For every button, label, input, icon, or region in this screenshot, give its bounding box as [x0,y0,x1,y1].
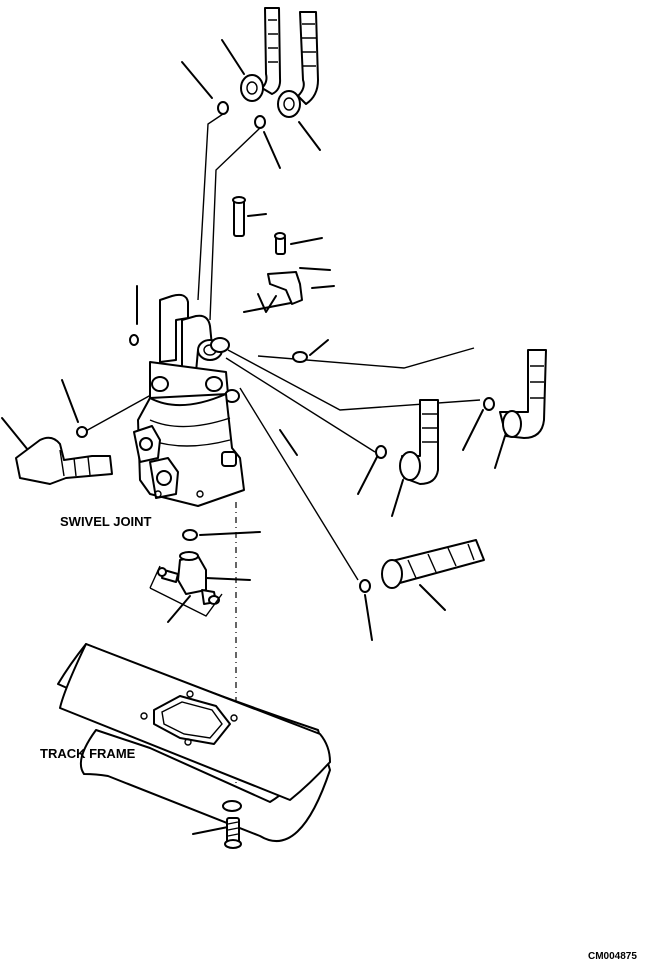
swivel-joint-body [133,293,245,507]
plate-clip [257,293,277,313]
lock-plate [267,271,303,305]
top-hose-right [297,11,319,105]
valve-assembly [149,551,223,617]
hose-nut-right [277,90,301,118]
o-ring-small-left [129,334,139,346]
o-ring-right-middle [375,445,387,459]
o-ring-right-lower [359,579,371,593]
washer [222,800,242,812]
mounting-bolt [224,817,242,849]
track-frame [57,643,331,842]
swivel-joint-label: SWIVEL JOINT [60,514,152,529]
o-ring-left [76,426,88,438]
hose-right-middle [399,399,439,485]
hose-right-lower [381,539,485,589]
hose-nut-left [240,74,264,102]
plug-right [292,351,308,363]
tube-routing [83,113,481,581]
o-ring-top-left [217,101,229,115]
drawing-code: CM004875 [588,951,637,962]
hose-left-elbow [15,436,113,485]
o-ring-top-right [254,115,266,129]
hose-right-upper [499,349,547,439]
track-frame-label: TRACK FRAME [40,746,136,761]
pin-long [232,196,246,237]
o-ring-bottom [182,529,198,541]
o-ring-right-upper [483,397,495,411]
top-hose-left [261,7,282,95]
pin-short [274,232,286,255]
